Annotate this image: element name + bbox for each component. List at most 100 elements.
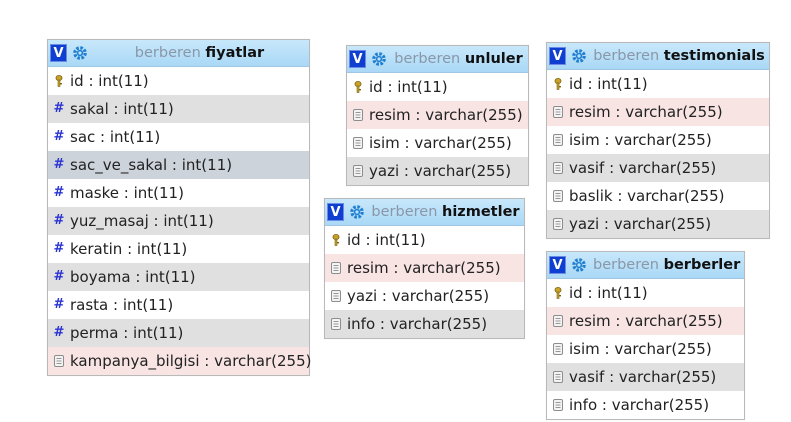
table-fiyatlar[interactable]: V berberen fiyatlar id : int(11) #sakal :… [47, 39, 312, 376]
table-header[interactable]: V berberen berberler [547, 252, 744, 279]
toggle-button[interactable]: V [349, 50, 366, 68]
gear-icon[interactable] [349, 204, 365, 220]
column-row[interactable]: isim : varchar(255) [347, 129, 528, 157]
text-field-icon [553, 315, 563, 327]
column-list: id : int(11) resim : varchar(255) isim : v… [547, 70, 769, 238]
hash-icon: # [53, 297, 65, 312]
hash-icon: # [53, 185, 65, 200]
column-label: rasta : int(11) [70, 296, 174, 314]
table-title: berberen fiyatlar [94, 40, 305, 66]
text-field-icon [553, 218, 563, 230]
column-label: id : int(11) [569, 284, 648, 302]
text-field-icon [54, 355, 64, 367]
column-row[interactable]: isim : varchar(255) [547, 335, 744, 363]
text-field-icon [553, 399, 563, 411]
hash-icon: # [53, 101, 65, 116]
table-name: fiyatlar [205, 45, 265, 61]
table-hizmetler[interactable]: V berberen hizmetler id : int(11) resim :… [324, 198, 525, 339]
gear-icon[interactable] [72, 45, 88, 61]
column-row[interactable]: vasif : varchar(255) [547, 363, 744, 391]
column-row[interactable]: resim : varchar(255) [547, 98, 769, 126]
column-label: resim : varchar(255) [569, 312, 723, 330]
column-row[interactable]: info : varchar(255) [325, 310, 524, 338]
column-label: maske : int(11) [70, 184, 184, 202]
table-unluler[interactable]: V berberen unluler id : int(11) resim : v… [346, 45, 529, 186]
table-title: berberen testimonials [593, 43, 765, 69]
gear-icon[interactable] [371, 51, 387, 67]
column-row[interactable]: kampanya_bilgisi : varchar(255) [48, 347, 312, 375]
column-list: id : int(11) resim : varchar(255) isim : v… [347, 73, 528, 185]
column-row[interactable]: id : int(11) [347, 73, 528, 101]
column-row[interactable]: id : int(11) [48, 67, 309, 95]
text-field-icon [553, 190, 563, 202]
column-list: id : int(11) #sakal : int(11)#sac : int(1… [48, 67, 312, 375]
column-row[interactable]: #yuz_masaj : int(11) [48, 207, 309, 235]
toggle-button[interactable]: V [327, 203, 344, 221]
column-row[interactable]: resim : varchar(255) [347, 101, 528, 129]
column-row[interactable]: #boyama : int(11) [48, 263, 309, 291]
column-row[interactable]: #sakal : int(11) [48, 95, 309, 123]
text-field-icon [553, 106, 563, 118]
text-field-icon [331, 318, 341, 330]
toggle-button[interactable]: V [549, 256, 566, 274]
column-row[interactable]: # keratin : int(11) [48, 235, 309, 263]
table-header[interactable]: V berberen fiyatlar [48, 40, 309, 67]
db-name: berberen [134, 45, 201, 61]
gear-icon[interactable] [571, 48, 587, 64]
key-icon [354, 81, 362, 93]
column-row[interactable]: # rasta : int(11) [48, 291, 309, 319]
toggle-button[interactable]: V [50, 44, 67, 62]
column-row[interactable]: yazi : varchar(255) [325, 282, 524, 310]
text-field-icon [331, 262, 341, 274]
db-name: berberen [371, 204, 438, 220]
column-row[interactable]: resim : varchar(255) [325, 254, 524, 282]
column-row[interactable]: yazi : varchar(255) [347, 157, 528, 185]
table-name: testimonials [663, 48, 765, 64]
column-row[interactable]: #perma : int(11) [48, 319, 309, 347]
column-label: keratin : int(11) [70, 240, 188, 258]
text-field-icon [553, 134, 563, 146]
column-row[interactable]: isim : varchar(255) [547, 126, 769, 154]
column-row[interactable]: info : varchar(255) [547, 391, 744, 419]
column-row[interactable]: resim : varchar(255) [547, 307, 744, 335]
column-row[interactable]: # sac_ve_sakal : int(11) [48, 151, 309, 179]
column-label: resim : varchar(255) [369, 106, 523, 124]
table-name: berberler [663, 257, 741, 273]
column-label: yazi : varchar(255) [569, 215, 712, 233]
column-label: isim : varchar(255) [569, 131, 712, 149]
table-title: berberen berberler [593, 252, 740, 278]
column-row[interactable]: id : int(11) [547, 279, 744, 307]
toggle-button[interactable]: V [549, 47, 566, 65]
table-testimonials[interactable]: V berberen testimonials id : int(11) resi… [546, 42, 770, 239]
table-header[interactable]: V berberen testimonials [547, 43, 769, 70]
gear-icon[interactable] [571, 257, 587, 273]
column-row[interactable]: # maske : int(11) [48, 179, 309, 207]
key-icon [554, 78, 562, 90]
column-label: yazi : varchar(255) [369, 162, 512, 180]
column-label: sac_ve_sakal : int(11) [70, 156, 233, 174]
table-header[interactable]: V berberen unluler [347, 46, 528, 73]
column-label: resim : varchar(255) [569, 103, 723, 121]
table-name: unluler [464, 51, 523, 67]
table-berberler[interactable]: V berberen berberler id : int(11) resim :… [546, 251, 745, 420]
column-row[interactable]: id : int(11) [547, 70, 769, 98]
text-field-icon [553, 343, 563, 355]
column-label: id : int(11) [70, 72, 149, 90]
db-name: berberen [593, 48, 660, 64]
column-row[interactable]: vasif : varchar(255) [547, 154, 769, 182]
column-row[interactable]: yazi : varchar(255) [547, 210, 769, 238]
hash-icon: # [53, 157, 65, 172]
column-label: id : int(11) [369, 78, 448, 96]
table-header[interactable]: V berberen hizmetler [325, 199, 524, 226]
text-field-icon [553, 162, 563, 174]
column-row[interactable]: #sac : int(11) [48, 123, 309, 151]
hash-icon: # [53, 269, 65, 284]
column-row[interactable]: baslik : varchar(255) [547, 182, 769, 210]
hash-icon: # [53, 241, 65, 256]
column-row[interactable]: id : int(11) [325, 226, 524, 254]
text-field-icon [331, 290, 341, 302]
hash-icon: # [53, 213, 65, 228]
column-label: id : int(11) [569, 75, 648, 93]
table-title: berberen hizmetler [371, 199, 520, 225]
column-label: resim : varchar(255) [347, 259, 501, 277]
